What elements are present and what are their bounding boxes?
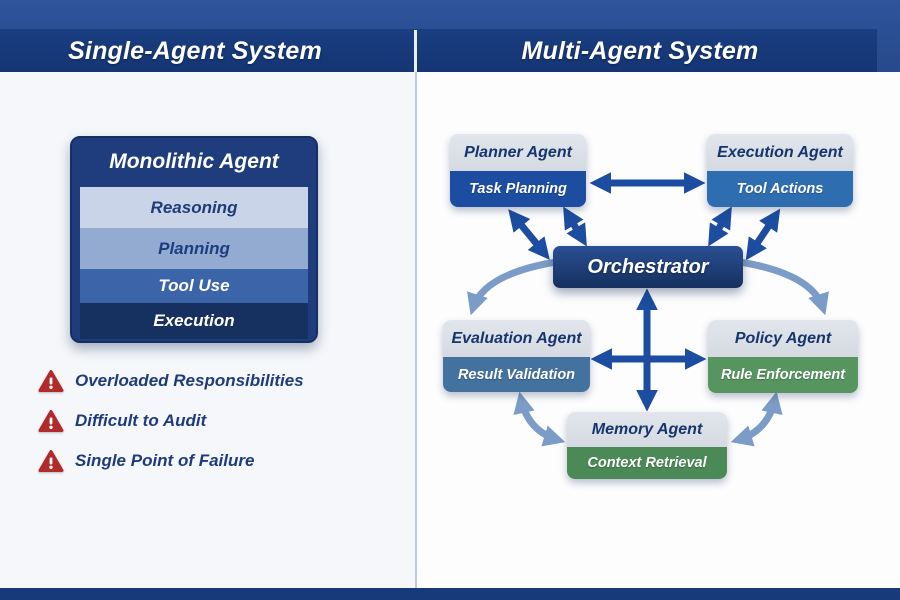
monolith-title: Monolithic Agent [109,150,279,173]
evaluation-agent-subtitle: Result Validation [443,357,590,392]
planner-agent-box: Planner Agent Task Planning [450,134,586,207]
planner-agent-subtitle: Task Planning [450,171,586,207]
memory-agent-subtitle: Context Retrieval [567,447,727,479]
warning-triangle-icon [38,410,64,432]
planner-agent-title: Planner Agent [450,134,586,171]
right-panel-title: Multi-Agent System [521,37,759,65]
layer-tool-use: Tool Use [80,269,308,303]
warning-triangle-icon [38,370,64,392]
warning-item: Difficult to Audit [38,401,378,441]
monolithic-agent-box: Monolithic Agent Reasoning Planning Tool… [70,136,318,343]
warning-list: Overloaded Responsibilities Difficult to… [38,361,378,481]
layer-planning: Planning [80,228,308,269]
header-band [0,29,877,72]
execution-agent-title: Execution Agent [707,134,853,171]
memory-agent-box: Memory Agent Context Retrieval [567,412,727,479]
memory-agent-title: Memory Agent [567,412,727,447]
policy-agent-subtitle: Rule Enforcement [708,357,858,393]
layer-reasoning: Reasoning [80,187,308,228]
warning-item: Overloaded Responsibilities [38,361,378,401]
warning-triangle-icon [38,450,64,472]
evaluation-agent-box: Evaluation Agent Result Validation [443,320,590,392]
policy-agent-title: Policy Agent [708,320,858,357]
header-divider [414,30,417,72]
evaluation-agent-title: Evaluation Agent [443,320,590,357]
layer-execution: Execution [80,303,308,339]
orchestrator-box: Orchestrator [553,246,743,288]
panel-divider [415,72,417,588]
execution-agent-box: Execution Agent Tool Actions [707,134,853,207]
warning-label: Single Point of Failure [75,451,255,470]
warning-label: Overloaded Responsibilities [75,371,304,390]
warning-label: Difficult to Audit [75,411,207,430]
policy-agent-box: Policy Agent Rule Enforcement [708,320,858,393]
left-panel-title: Single-Agent System [68,37,322,65]
warning-item: Single Point of Failure [38,441,378,481]
execution-agent-subtitle: Tool Actions [707,171,853,207]
footer-bar [0,588,900,600]
